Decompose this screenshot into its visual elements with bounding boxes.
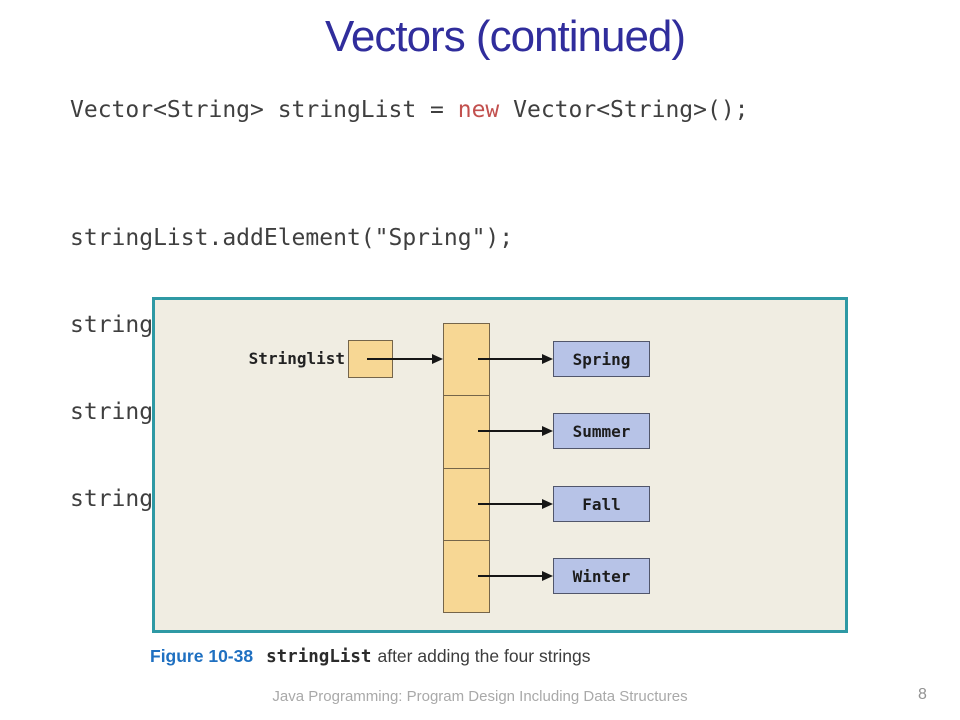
figure-number: Figure 10-38 — [150, 646, 254, 666]
code-declaration-post: Vector<String>(); — [499, 97, 749, 123]
page-number: 8 — [918, 686, 927, 703]
footer-book-title: Java Programming: Program Design Includi… — [272, 688, 688, 705]
element-arrow — [478, 354, 553, 364]
vector-column — [443, 323, 490, 613]
element-arrow — [478, 426, 553, 436]
element-box-summer: Summer — [553, 413, 650, 449]
element-arrow — [478, 499, 553, 509]
memory-cell — [444, 324, 489, 397]
pointer-label: Stringlist — [248, 349, 345, 368]
code-declaration-pre: Vector<String> stringList = — [70, 97, 458, 123]
element-box-winter: Winter — [553, 558, 650, 594]
code-statement: stringList.addElement("Spring"); — [70, 225, 514, 251]
element-label: Summer — [572, 421, 631, 441]
caption-code-part: stringList — [266, 647, 372, 667]
memory-cell — [444, 396, 489, 469]
element-arrow — [478, 571, 553, 581]
element-box-spring: Spring — [553, 341, 650, 377]
element-label: Fall — [582, 494, 621, 514]
element-label: Winter — [572, 566, 631, 586]
figure-diagram-panel: Stringlist Spring Summer Fall Winter — [152, 297, 848, 633]
element-label: Spring — [572, 349, 631, 369]
element-box-fall: Fall — [553, 486, 650, 522]
code-declaration: Vector<String> stringList = new Vector<S… — [70, 97, 749, 123]
slide-title: Vectors (continued) — [324, 12, 686, 61]
keyword-new: new — [457, 97, 500, 123]
caption-text-part: after adding the four strings — [377, 646, 591, 666]
pointer-arrow — [367, 354, 443, 364]
